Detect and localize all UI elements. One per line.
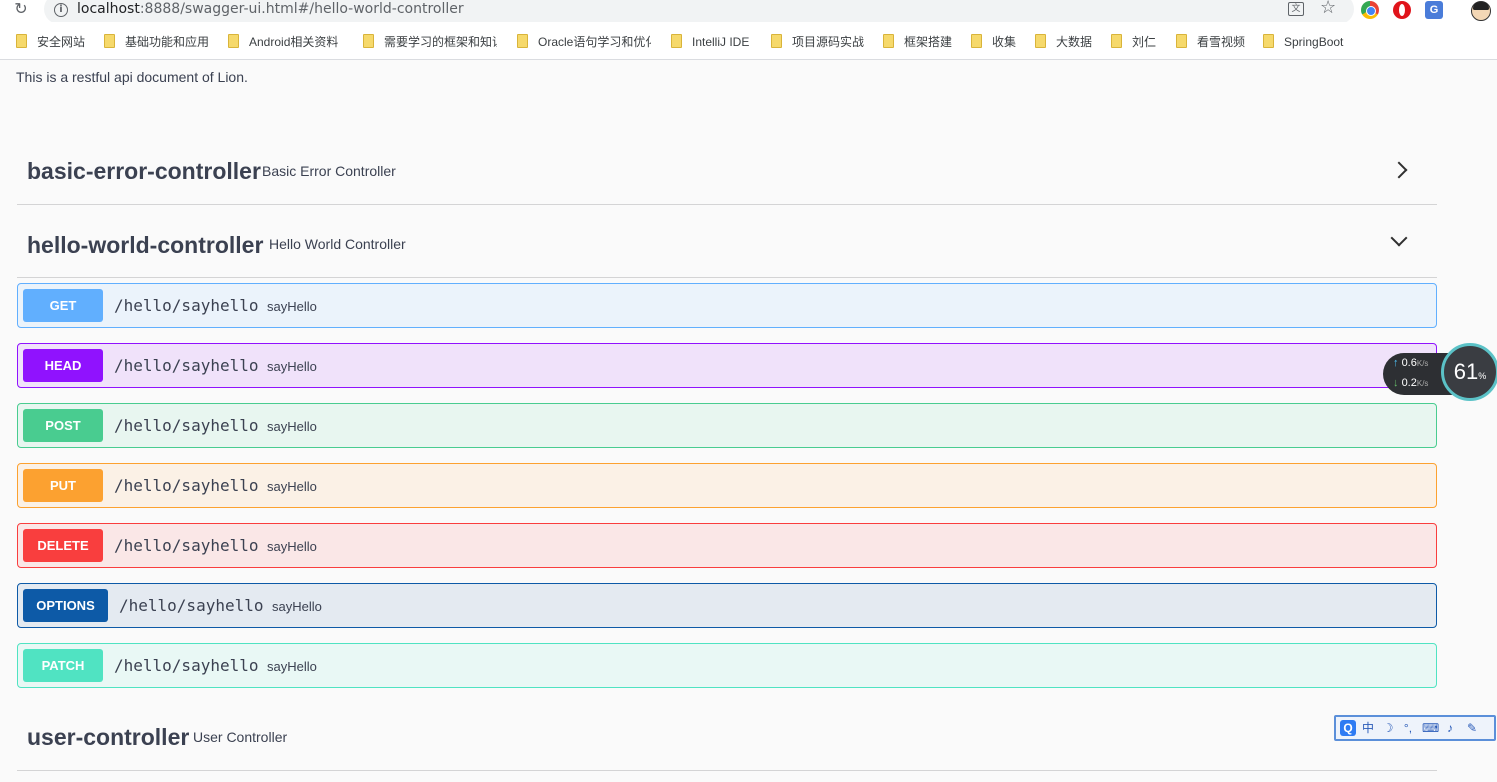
operation-summary: sayHello	[267, 299, 317, 314]
method-badge-put: PUT	[23, 469, 103, 502]
bookmark-item[interactable]: SpringBoot	[1263, 34, 1343, 50]
operation-path: /hello/sayhello	[114, 476, 259, 495]
translate-icon[interactable]: 文	[1288, 2, 1304, 16]
bookmark-item[interactable]: 框架搭建	[883, 34, 952, 50]
folder-icon	[363, 34, 374, 48]
url-host: localhost	[77, 1, 140, 17]
ime-language-toggle[interactable]: 中	[1361, 721, 1374, 735]
operation-delete[interactable]: DELETE /hello/sayhello sayHello	[17, 523, 1437, 568]
bookmark-item[interactable]: 看雪视频	[1176, 34, 1245, 50]
profile-avatar[interactable]	[1471, 1, 1491, 21]
operation-path: /hello/sayhello	[114, 536, 259, 555]
operation-post[interactable]: POST /hello/sayhello sayHello	[17, 403, 1437, 448]
moon-icon[interactable]: ☽	[1382, 721, 1394, 735]
url-path: :8888/swagger-ui.html#/hello-world-contr…	[139, 1, 464, 17]
method-badge-get: GET	[23, 289, 103, 322]
browser-toolbar: ↻ i localhost:8888/swagger-ui.html#/hell…	[0, 0, 1497, 24]
method-badge-delete: DELETE	[23, 529, 103, 562]
google-translate-extension-icon[interactable]: G	[1425, 1, 1443, 19]
tag-name[interactable]: basic-error-controller	[27, 158, 261, 184]
chevron-down-icon[interactable]	[1390, 229, 1408, 247]
bookmark-item[interactable]: 大数据	[1035, 34, 1092, 50]
folder-icon	[883, 34, 894, 48]
punctuation-icon[interactable]: °,	[1403, 721, 1413, 735]
gauge-value: 61	[1453, 359, 1479, 384]
operation-put[interactable]: PUT /hello/sayhello sayHello	[17, 463, 1437, 508]
address-bar[interactable]: i localhost:8888/swagger-ui.html#/hello-…	[44, 0, 1354, 24]
memory-gauge[interactable]: 61%	[1441, 343, 1497, 401]
method-badge-options: OPTIONS	[23, 589, 108, 622]
folder-icon	[1263, 34, 1274, 48]
operation-path: /hello/sayhello	[114, 296, 259, 315]
arrow-down-icon: ↓	[1393, 377, 1399, 389]
folder-icon	[1176, 34, 1187, 48]
upload-speed: ↑ 0.6K/s	[1393, 357, 1429, 369]
bookmark-item[interactable]: 基础功能和应用	[104, 34, 209, 50]
reload-icon[interactable]: ↻	[14, 1, 28, 18]
operation-options[interactable]: OPTIONS /hello/sayhello sayHello	[17, 583, 1437, 628]
method-badge-patch: PATCH	[23, 649, 103, 682]
tools-icon[interactable]: ✎	[1466, 721, 1478, 735]
ime-logo-icon[interactable]: Q	[1340, 720, 1356, 736]
bookmark-item[interactable]: IntelliJ IDE	[671, 34, 749, 50]
tag-description: Basic Error Controller	[262, 163, 396, 179]
opera-extension-icon[interactable]	[1393, 1, 1411, 19]
download-speed: ↓ 0.2K/s	[1393, 377, 1429, 389]
bookmark-item[interactable]: 刘仁	[1111, 34, 1156, 50]
bookmark-item[interactable]: Android相关资料	[228, 34, 338, 50]
operation-path: /hello/sayhello	[114, 416, 259, 435]
method-badge-head: HEAD	[23, 349, 103, 382]
bookmark-item[interactable]: 需要学习的框架和知识	[363, 34, 497, 50]
operation-summary: sayHello	[267, 659, 317, 674]
keyboard-icon[interactable]: ⌨	[1422, 721, 1440, 735]
tag-name[interactable]: hello-world-controller	[27, 232, 264, 258]
bookmark-star-icon[interactable]: ☆	[1320, 0, 1337, 17]
operation-path: /hello/sayhello	[114, 656, 259, 675]
folder-icon	[1111, 34, 1122, 48]
operation-summary: sayHello	[272, 599, 322, 614]
tag-name[interactable]: user-controller	[27, 724, 190, 750]
chrome-extension-icon[interactable]	[1361, 1, 1379, 19]
api-description: This is a restful api document of Lion.	[16, 69, 248, 85]
folder-icon	[671, 34, 682, 48]
ime-toolbar: Q 中 ☽ °, ⌨ ♪ ✎	[1334, 715, 1496, 741]
arrow-up-icon: ↑	[1393, 357, 1399, 369]
swagger-page: This is a restful api document of Lion. …	[0, 60, 1497, 782]
folder-icon	[971, 34, 982, 48]
tag-description: User Controller	[193, 729, 288, 745]
tag-section-hello-world-controller[interactable]: hello-world-controller Hello World Contr…	[17, 205, 1437, 278]
voice-icon[interactable]: ♪	[1447, 721, 1453, 735]
folder-icon	[228, 34, 239, 48]
chevron-right-icon[interactable]	[1390, 161, 1408, 179]
gauge-percent-sign: %	[1478, 371, 1487, 381]
operation-path: /hello/sayhello	[119, 596, 264, 615]
tag-section-basic-error-controller[interactable]: basic-error-controller Basic Error Contr…	[17, 145, 1437, 205]
operation-path: /hello/sayhello	[114, 356, 259, 375]
folder-icon	[16, 34, 27, 48]
tag-section-user-controller[interactable]: user-controller User Controller	[17, 700, 1437, 771]
operation-summary: sayHello	[267, 419, 317, 434]
bookmark-item[interactable]: 收集	[971, 34, 1016, 50]
method-badge-post: POST	[23, 409, 103, 442]
operation-head[interactable]: HEAD /hello/sayhello sayHello	[17, 343, 1437, 388]
folder-icon	[517, 34, 528, 48]
folder-icon	[1035, 34, 1046, 48]
url-text[interactable]: localhost:8888/swagger-ui.html#/hello-wo…	[77, 1, 464, 17]
folder-icon	[771, 34, 782, 48]
bookmark-item[interactable]: Oracle语句学习和优化	[517, 34, 651, 50]
tag-description: Hello World Controller	[269, 236, 406, 252]
folder-icon	[104, 34, 115, 48]
site-info-icon[interactable]: i	[54, 3, 68, 17]
operation-summary: sayHello	[267, 479, 317, 494]
operation-patch[interactable]: PATCH /hello/sayhello sayHello	[17, 643, 1437, 688]
operation-summary: sayHello	[267, 539, 317, 554]
operation-get[interactable]: GET /hello/sayhello sayHello	[17, 283, 1437, 328]
bookmark-item[interactable]: 安全网站	[16, 34, 85, 50]
operation-summary: sayHello	[267, 359, 317, 374]
bookmarks-bar: 安全网站 基础功能和应用 Android相关资料 需要学习的框架和知识 Orac…	[0, 22, 1497, 60]
bookmark-item[interactable]: 项目源码实战	[771, 34, 864, 50]
